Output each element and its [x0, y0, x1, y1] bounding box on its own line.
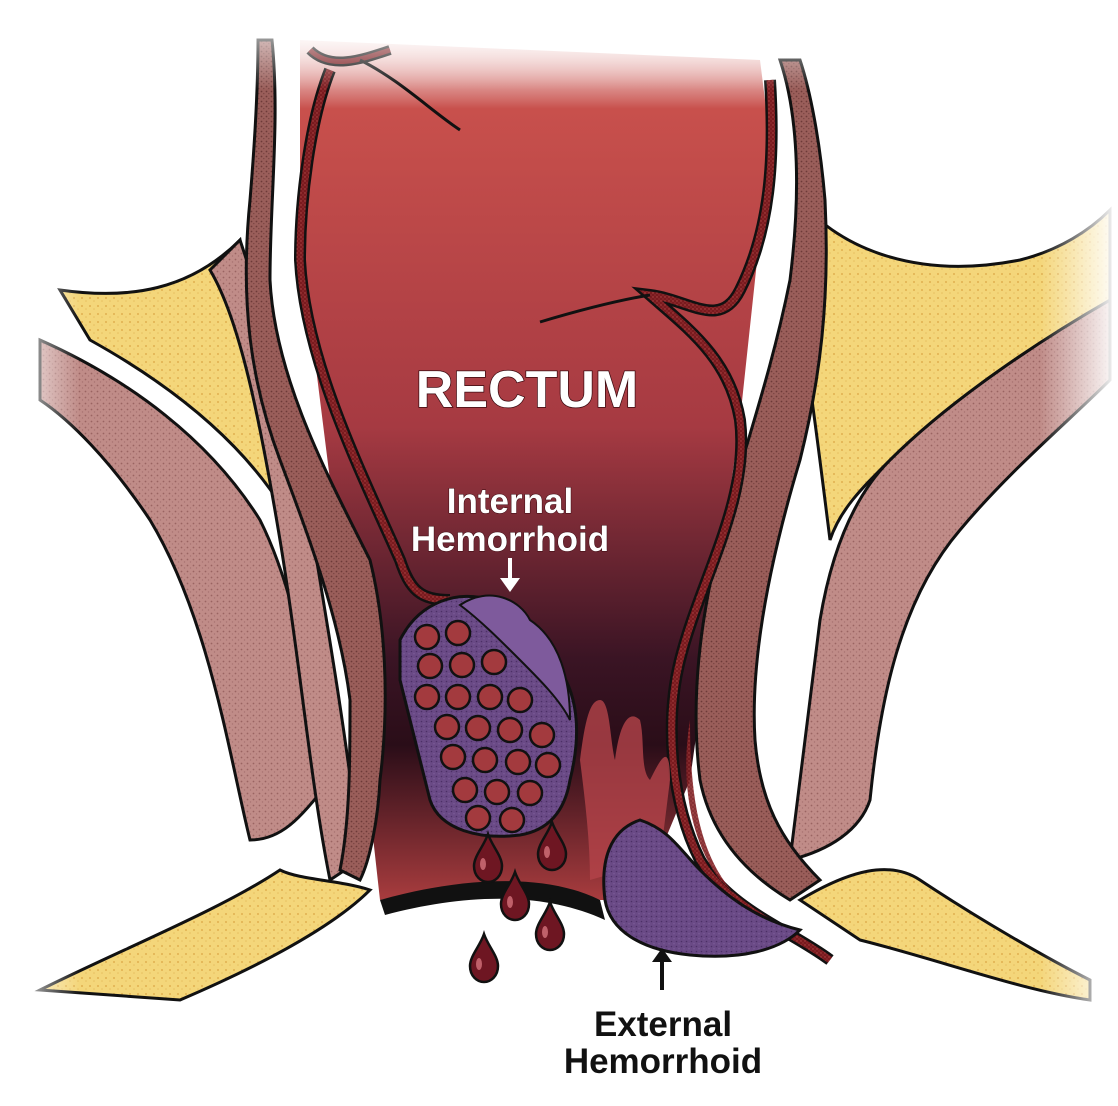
left-fade: [0, 250, 80, 1030]
blood-drop: [472, 830, 504, 884]
vessel-dot: [433, 713, 461, 741]
blood-drop-highlight: [507, 896, 513, 908]
vessel-dot: [476, 683, 504, 711]
vessel-dot: [439, 743, 467, 771]
external-hemorrhoid: [602, 818, 803, 958]
blood-drops: [468, 818, 568, 984]
vessel-dot: [464, 714, 492, 742]
vessel-dot: [451, 776, 479, 804]
external-label-line1: External: [594, 1005, 732, 1044]
vessel-dot: [413, 683, 441, 711]
vessel-dot: [498, 806, 526, 834]
blood-drop-highlight: [542, 926, 548, 938]
vessel-dot: [534, 751, 562, 779]
top-fade: [0, 0, 1118, 90]
right-fade: [1040, 200, 1118, 1020]
internal-arrow: [500, 558, 520, 592]
vessel-dot: [444, 683, 472, 711]
vessel-dot: [496, 716, 524, 744]
left-lower-fat: [34, 868, 373, 1002]
blood-drop: [536, 818, 568, 872]
blood-drop-highlight: [476, 958, 482, 970]
internal-label-line1: Internal: [447, 482, 573, 521]
right-fat: [798, 195, 1112, 541]
vessel-dot: [504, 748, 532, 776]
external-arrow: [652, 948, 672, 990]
blood-drop-highlight: [480, 858, 486, 870]
blood-drop: [499, 868, 531, 922]
right-vessel-fill: [639, 79, 833, 963]
left-vessel-fill: [296, 68, 451, 604]
vessel-dot: [483, 778, 511, 806]
vessel-dot: [480, 648, 508, 676]
internal-label-line2: Hemorrhoid: [411, 520, 609, 559]
left-rectal-wall: [244, 38, 387, 883]
vessel-dot: [464, 804, 492, 832]
vessel-dot: [471, 746, 499, 774]
vessel-dot: [516, 779, 544, 807]
hemorrhoid-vessel-dots: [413, 619, 562, 834]
vessel-dot: [448, 651, 476, 679]
vessel-dot: [528, 721, 556, 749]
right-rectal-wall: [694, 58, 828, 902]
internal-hemorrhoid-upper: [458, 594, 571, 721]
blood-drop: [468, 930, 500, 984]
fold-line-right: [539, 293, 651, 324]
left-muscle-wing: [38, 337, 332, 842]
blood-drop-highlight: [544, 846, 550, 858]
external-wall-region: [686, 720, 830, 960]
blood-drop: [534, 898, 566, 952]
vessel-dot: [416, 652, 444, 680]
vessel-dot: [444, 619, 472, 647]
vessel-dot: [506, 686, 534, 714]
anal-canal: [380, 881, 605, 920]
rectum-label: RECTUM: [416, 361, 638, 419]
external-label-line2: Hemorrhoid: [564, 1042, 762, 1081]
vessel-dot: [413, 623, 441, 651]
